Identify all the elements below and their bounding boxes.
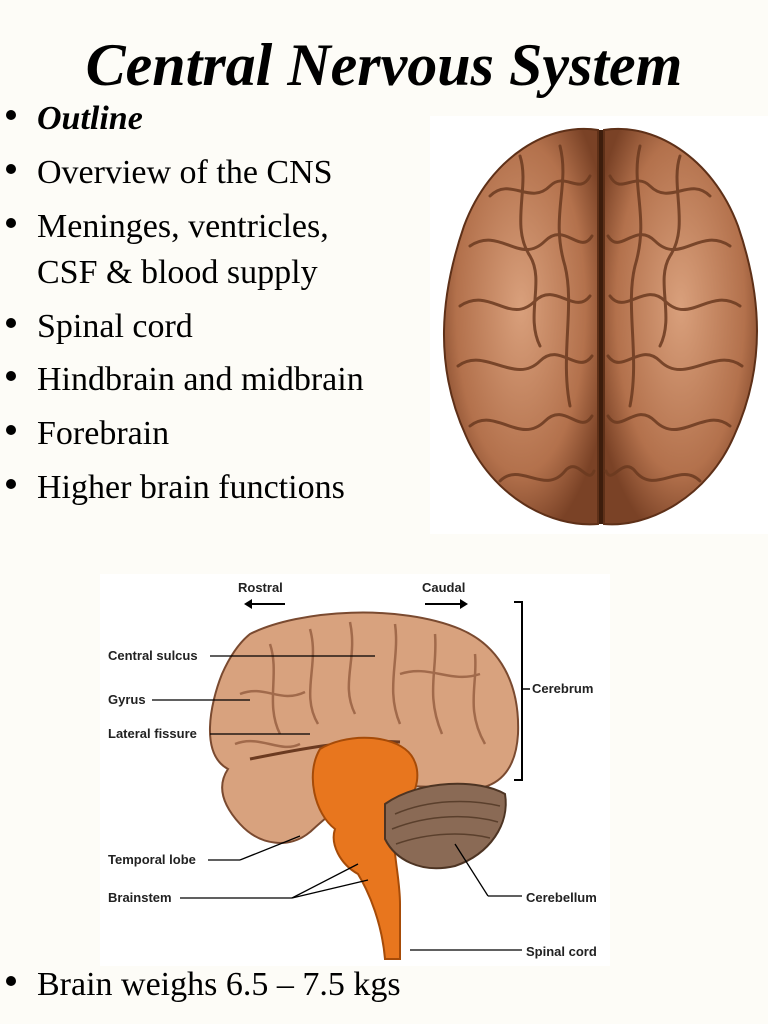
bullet-dot xyxy=(6,218,16,228)
brain-lateral-drawing: Rostral Caudal Cerebrum Central sulcus G… xyxy=(108,580,597,960)
list-item-text: Meninges, ventricles, xyxy=(37,208,329,245)
gyrus-label: Gyrus xyxy=(108,692,146,707)
bullet-dot xyxy=(6,110,16,120)
list-item-text: Higher brain functions xyxy=(37,469,345,506)
list-item-text: Spinal cord xyxy=(37,308,193,345)
footer-bullet-text: Brain weighs 6.5 – 7.5 kgs xyxy=(37,966,401,1003)
bullet-dot xyxy=(6,479,16,489)
rostral-label: Rostral xyxy=(238,580,283,595)
bullet-dot xyxy=(6,318,16,328)
brain-top-drawing xyxy=(442,127,758,526)
brainstem-shape xyxy=(311,736,419,960)
brainstem-label: Brainstem xyxy=(108,890,172,905)
spinal-cord-label: Spinal cord xyxy=(526,944,597,959)
lateral-fissure-label: Lateral fissure xyxy=(108,726,197,741)
list-item-text: Forebrain xyxy=(37,415,170,452)
list-item-text: CSF & blood supply xyxy=(37,254,318,291)
cerebellum-label: Cerebellum xyxy=(526,890,597,905)
cerebrum-label: Cerebrum xyxy=(532,681,593,696)
outline-heading: Outline xyxy=(37,100,143,137)
bullet-dot xyxy=(6,371,16,381)
caudal-label: Caudal xyxy=(422,580,465,595)
temporal-lobe-label: Temporal lobe xyxy=(108,852,196,867)
bullet-dot xyxy=(6,976,16,986)
cerebellum-shape xyxy=(384,782,507,870)
bullet-dot xyxy=(6,164,16,174)
list-item-text: Overview of the CNS xyxy=(37,154,333,191)
brain-lateral-diagram: Rostral Caudal Cerebrum Central sulcus G… xyxy=(100,574,610,966)
slide-title: Central Nervous System xyxy=(85,32,683,98)
brain-superior-view-image xyxy=(430,116,768,534)
list-item-text: Hindbrain and midbrain xyxy=(37,361,364,398)
bullet-dot xyxy=(6,425,16,435)
central-sulcus-label: Central sulcus xyxy=(108,648,198,663)
